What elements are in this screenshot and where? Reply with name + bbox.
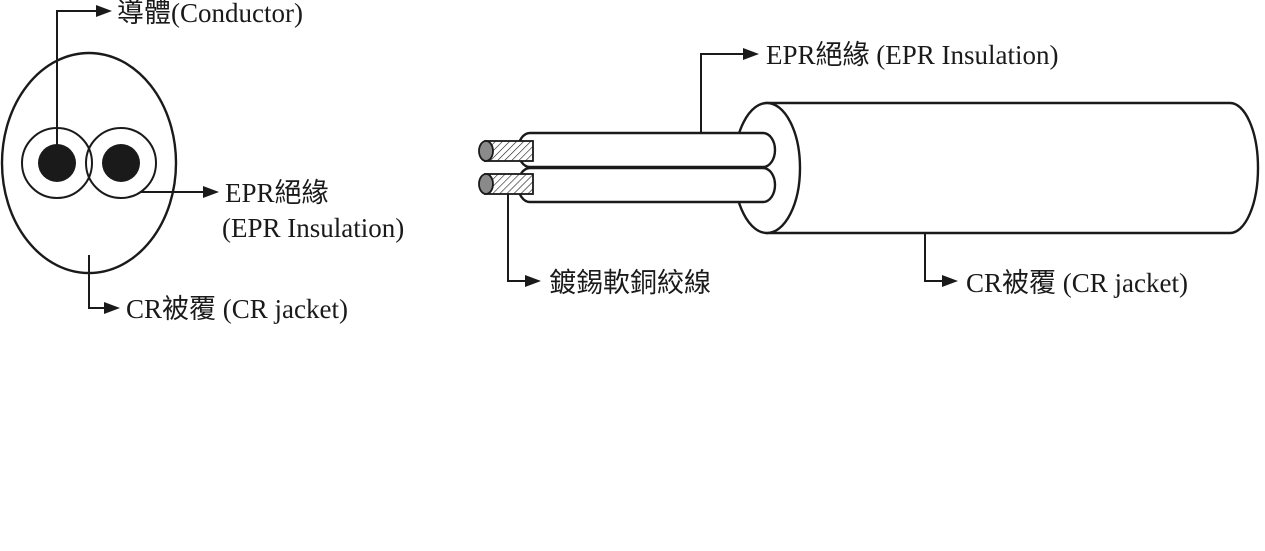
conductor-label: 導體(Conductor)	[117, 0, 303, 28]
insulation-arrow-icon	[203, 186, 219, 198]
cross-section-view: 導體(Conductor) EPR絕緣 (EPR Insulation) CR被…	[0, 0, 404, 324]
cross-section-conductor-right	[102, 144, 140, 182]
insulation-label-line2: (EPR Insulation)	[222, 213, 404, 243]
conductor-leader-line	[56, 10, 98, 163]
insulation-label-line1: EPR絕緣	[225, 178, 329, 208]
side-jacket-leader-line	[924, 233, 944, 282]
cross-section-insulation-right	[85, 127, 157, 199]
side-insulation-arrow-icon	[743, 48, 759, 60]
side-strand-arrow-icon	[525, 275, 541, 287]
side-core-bottom	[516, 166, 777, 204]
cross-section-jacket	[0, 51, 178, 275]
side-strand-top-end	[478, 140, 494, 162]
conductor-arrow-icon	[96, 5, 112, 17]
side-strand-leader-line	[507, 194, 527, 282]
side-jacket-label: CR被覆 (CR jacket)	[966, 268, 1188, 298]
jacket-leader-line-left	[88, 255, 106, 309]
side-jacket-body	[765, 101, 1260, 235]
side-view: EPR絕緣 (EPR Insulation) 鍍錫軟銅絞線 CR被覆 (CR j…	[478, 40, 1260, 298]
side-core-top	[516, 131, 777, 169]
side-insulation-label: EPR絕緣 (EPR Insulation)	[766, 40, 1059, 70]
side-insulation-leader-line	[700, 53, 745, 133]
jacket-arrow-icon-left	[104, 302, 120, 314]
jacket-label-left: CR被覆 (CR jacket)	[126, 294, 348, 324]
side-strand-bottom-end	[478, 173, 494, 195]
side-strand-label: 鍍錫軟銅絞線	[549, 268, 711, 298]
side-jacket-arrow-icon	[942, 275, 958, 287]
